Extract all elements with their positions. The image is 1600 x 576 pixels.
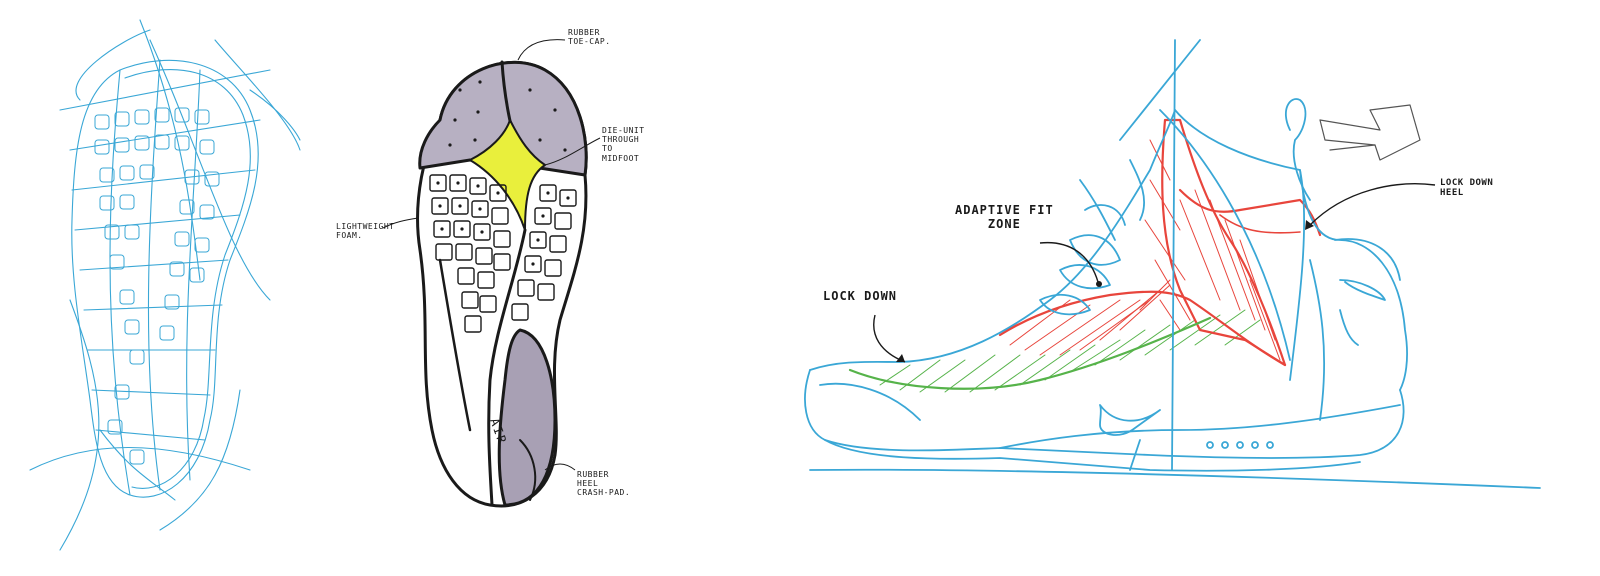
middle-leader-lines <box>382 39 601 471</box>
blue-outsole-sketch <box>29 19 301 551</box>
label-lock-down-heel: LOCK DOWN HEEL <box>1440 178 1494 199</box>
direction-arrow-sketch <box>1319 104 1421 161</box>
arrowheads <box>896 220 1314 362</box>
lock-down-hatch <box>879 309 1261 393</box>
label-rubber-toe-cap: RUBBER TOE-CAP. <box>568 28 611 47</box>
label-lock-down: LOCK DOWN <box>823 289 898 303</box>
label-die-unit: DIE-UNIT THROUGH TO MIDFOOT <box>602 126 645 163</box>
label-lightweight-foam: LIGHTWEIGHT FOAM. <box>336 222 395 241</box>
label-rubber-heel-crash-pad: RUBBER HEEL CRASH-PAD. <box>577 470 631 498</box>
shoe-side-sketch <box>804 39 1541 489</box>
label-adaptive-fit-zone: ADAPTIVE FIT ZONE <box>955 203 1054 231</box>
adaptive-fit-hatch <box>999 139 1281 361</box>
inked-outsole <box>416 60 588 508</box>
